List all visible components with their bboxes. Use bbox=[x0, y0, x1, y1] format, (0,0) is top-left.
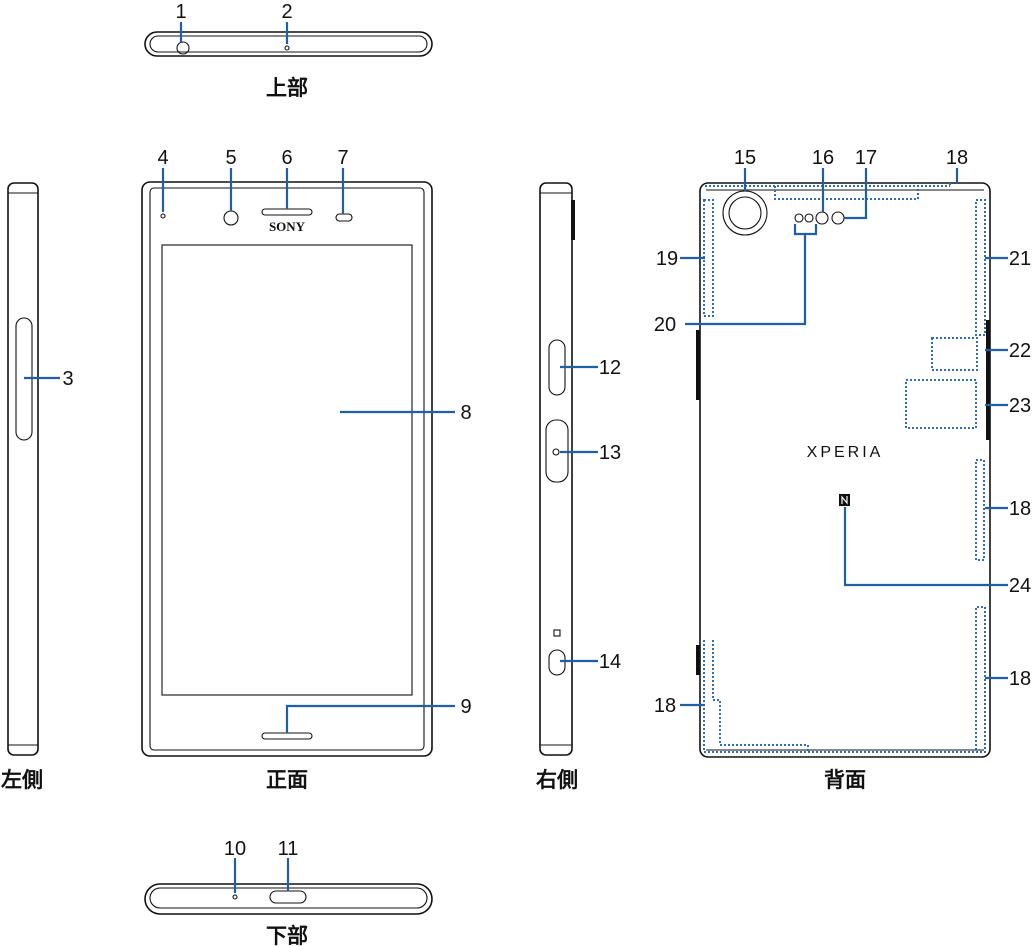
label-8: 8 bbox=[460, 402, 471, 424]
label-15: 15 bbox=[734, 147, 756, 169]
nfc-icon bbox=[839, 494, 850, 506]
section-title-left: 左側 bbox=[1, 768, 43, 792]
label-2: 2 bbox=[281, 1, 292, 23]
label-4: 4 bbox=[157, 147, 168, 169]
display bbox=[161, 244, 413, 696]
section-title-right: 右側 bbox=[536, 768, 578, 792]
label-18: 18 bbox=[1009, 498, 1031, 520]
top-view: 1 2 上部 bbox=[144, 1, 433, 100]
label-18: 18 bbox=[1009, 668, 1031, 690]
back-view: XPERIA 15 16 17 18 19 20 21 22 23 18 24 … bbox=[654, 147, 1031, 792]
bottom-mic bbox=[232, 894, 238, 900]
label-10: 10 bbox=[224, 838, 246, 860]
label-20: 20 bbox=[654, 314, 676, 336]
label-23: 23 bbox=[1009, 395, 1031, 417]
section-title-top: 上部 bbox=[266, 76, 308, 100]
headphone-jack bbox=[176, 41, 190, 55]
top-mic bbox=[284, 45, 290, 51]
label-18: 18 bbox=[946, 147, 968, 169]
label-11: 11 bbox=[278, 838, 299, 860]
camera-key bbox=[548, 649, 566, 676]
sony-logo: SONY bbox=[269, 219, 306, 234]
label-18: 18 bbox=[654, 695, 676, 717]
right-side-view: 12 13 14 右側 bbox=[536, 182, 621, 792]
bottom-view: 10 11 下部 bbox=[144, 838, 433, 946]
label-12: 12 bbox=[599, 357, 621, 379]
label-16: 16 bbox=[812, 147, 834, 169]
label-21: 21 bbox=[1009, 248, 1031, 270]
label-5: 5 bbox=[225, 147, 236, 169]
label-14: 14 bbox=[599, 651, 621, 673]
front-view: SONY 4 5 6 7 8 9 正面 bbox=[141, 147, 472, 792]
label-19: 19 bbox=[656, 248, 678, 270]
section-title-bottom: 下部 bbox=[266, 924, 308, 946]
label-3: 3 bbox=[62, 368, 73, 390]
xperia-logo: XPERIA bbox=[807, 444, 884, 461]
label-13: 13 bbox=[599, 442, 621, 464]
left-side-view: 3 左側 bbox=[1, 182, 74, 792]
label-6: 6 bbox=[281, 147, 292, 169]
label-22: 22 bbox=[1009, 340, 1031, 362]
label-17: 17 bbox=[855, 147, 877, 169]
section-title-back: 背面 bbox=[824, 768, 866, 792]
label-1: 1 bbox=[175, 1, 186, 23]
label-9: 9 bbox=[460, 696, 471, 718]
label-7: 7 bbox=[337, 147, 348, 169]
label-24: 24 bbox=[1009, 575, 1031, 597]
section-title-front: 正面 bbox=[266, 768, 308, 792]
